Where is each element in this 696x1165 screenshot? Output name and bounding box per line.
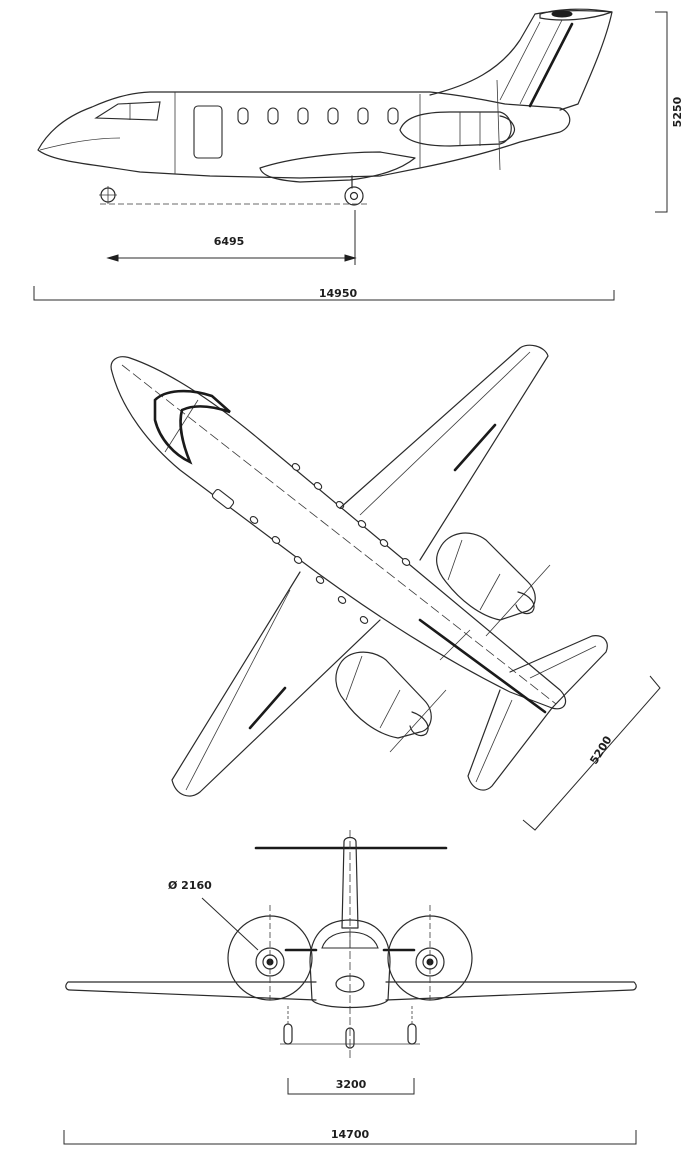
top-fuselage-centerline [121, 364, 557, 705]
side-propeller-hub [499, 115, 516, 143]
front-nacelle-left [255, 947, 285, 977]
top-wing-upper [339, 344, 549, 561]
side-cockpit-window [94, 101, 161, 121]
side-main-gear [344, 175, 364, 206]
front-vertical-fin [341, 836, 359, 929]
top-cabin-door [211, 488, 235, 510]
top-propeller-lower [389, 689, 447, 753]
side-nose-gear [99, 186, 117, 204]
front-prop-diameter-value: Ø 2160 [168, 879, 212, 892]
front-track-dimension: 3200 [287, 1078, 415, 1095]
side-height-dimension: 5250 [655, 11, 684, 213]
side-view [37, 8, 613, 206]
front-track-value: 3200 [336, 1078, 367, 1091]
top-propeller-upper [485, 564, 551, 637]
top-engine-lower [335, 651, 432, 739]
side-nose-line [39, 137, 121, 151]
side-engine-nacelle [399, 111, 512, 147]
side-tail-stabilizer [539, 8, 613, 21]
front-nacelle-right [415, 947, 445, 977]
front-wing-left [65, 981, 317, 1001]
side-propeller-blade [496, 79, 501, 171]
top-engine-upper [436, 532, 536, 621]
top-tail-span-value: 5200 [587, 733, 614, 766]
side-fuselage [37, 91, 571, 179]
top-wing-lower [171, 571, 381, 797]
top-tail-span-dimension: 5200 [522, 675, 661, 831]
top-cockpit-windshield [153, 389, 231, 465]
front-gear-right [407, 1023, 417, 1045]
side-height-value: 5250 [671, 96, 684, 127]
top-dorsal-fin [418, 618, 547, 714]
front-span-value: 14700 [331, 1128, 370, 1141]
side-wheelbase-dimension: 6495 [106, 210, 357, 265]
front-view [65, 830, 637, 1060]
top-cabin-windows [249, 463, 411, 624]
side-length-dimension: 14950 [33, 286, 615, 301]
top-aileron-upper [453, 423, 497, 472]
front-gear-left [283, 1023, 293, 1045]
top-tail-lower [467, 689, 553, 791]
top-aileron-lower [248, 686, 287, 730]
side-length-value: 14950 [319, 287, 358, 300]
front-wing-right [385, 981, 637, 1001]
front-prop-diameter-dimension: Ø 2160 [168, 879, 259, 951]
side-cabin-windows [237, 107, 399, 125]
side-wing [259, 151, 416, 183]
top-tail-upper [509, 635, 608, 709]
front-span-dimension: 14700 [63, 1128, 637, 1145]
top-view [110, 344, 608, 797]
side-cabin-door [193, 105, 223, 159]
side-wheelbase-value: 6495 [214, 235, 245, 248]
